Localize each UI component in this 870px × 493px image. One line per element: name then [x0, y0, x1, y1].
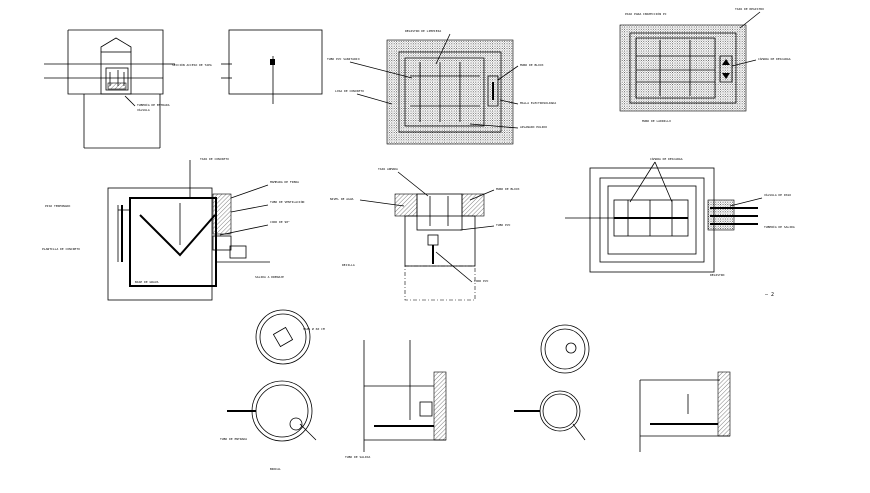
sheet-mark: — 2 — [765, 292, 774, 298]
note: TAPA DE REGISTRO — [735, 7, 764, 11]
note: PLANTILLA DE CONCRETO — [42, 247, 80, 251]
note: LOSA DE CONCRETO — [335, 89, 364, 93]
note: TUBERÍA DE SALIDA — [764, 224, 795, 229]
note: TUBERÍA DE ENTRADA — [137, 102, 170, 107]
plan-septic-box: PASO PARA INSPECCIÓN PC TAPA DE REGISTRO… — [619, 7, 791, 123]
note: PASO PARA INSPECCIÓN PC — [625, 11, 667, 16]
note: REJILLA — [342, 263, 355, 267]
note: MURO DE BLOCK — [496, 187, 520, 191]
note: MALLA ELECTROSOLDADA — [520, 101, 556, 105]
note: TAPA DE CONCRETO — [200, 157, 229, 161]
note: TUBO PVC SANITARIO — [327, 57, 360, 61]
note: TUBO DE ENTRADA — [220, 437, 247, 441]
section-tank-middle: TAPA ARMADA NIVEL DE AGUA MURO DE BLOCK … — [330, 167, 520, 301]
plan-tank-right: CÁMARA DE DESCARGA VÁLVULA DE PASO TUBER… — [565, 156, 795, 277]
manhole-plan-right — [514, 324, 590, 441]
note: PISO TERMINADO — [45, 204, 70, 208]
plan-grease-trap: REGISTRO DE LIMPIEZA TUBO PVC SANITARIO … — [327, 29, 556, 145]
note: MURO DE BLOCK — [520, 63, 544, 67]
manhole-section-right — [639, 371, 731, 452]
note: MAMPARA DE FIBRA — [270, 180, 299, 184]
note: VÁLVULA — [137, 107, 150, 112]
note: BASE DE GRAVA — [135, 280, 159, 284]
note: TUBO DE VENTILACIÓN — [270, 199, 305, 204]
note: TUBO DE SALIDA — [345, 455, 370, 459]
note: CÁMARA DE DESCARGA — [650, 156, 683, 161]
note: APLANADO PULIDO — [520, 125, 547, 129]
note: BROCAL — [270, 467, 281, 471]
note: SALIDA A DRENAJE — [255, 275, 284, 279]
note: REGISTRO — [710, 273, 725, 277]
manhole-section-left: TUBO DE SALIDA — [345, 340, 447, 459]
note: TAPA Ø 60 CM — [303, 326, 325, 331]
note: CODO PVC — [474, 279, 489, 283]
note: MURO DE LADRILLO — [642, 119, 671, 123]
note: CODO DE 90° — [270, 220, 290, 224]
section-tank-left: TAPA DE CONCRETO MAMPARA DE FIBRA TUBO D… — [42, 157, 305, 301]
note: REGISTRO DE LIMPIEZA — [405, 29, 441, 33]
note: NIVEL DE AGUA — [330, 197, 354, 201]
note: TAPA ARMADA — [378, 167, 398, 171]
note: CÁMARA DE DESCARGA — [758, 56, 791, 61]
note: VÁLVULA DE PASO — [764, 192, 791, 197]
manhole-plan-left: TAPA Ø 60 CM TUBO DE ENTRADA BROCAL — [220, 309, 325, 471]
note: TUBO PVC — [496, 223, 511, 227]
note: SECCIÓN ACCESO DE TAPA — [172, 62, 212, 67]
elevation-box — [221, 29, 323, 104]
elevation-house-left: SECCIÓN ACCESO DE TAPA TUBERÍA DE ENTRAD… — [44, 29, 212, 149]
